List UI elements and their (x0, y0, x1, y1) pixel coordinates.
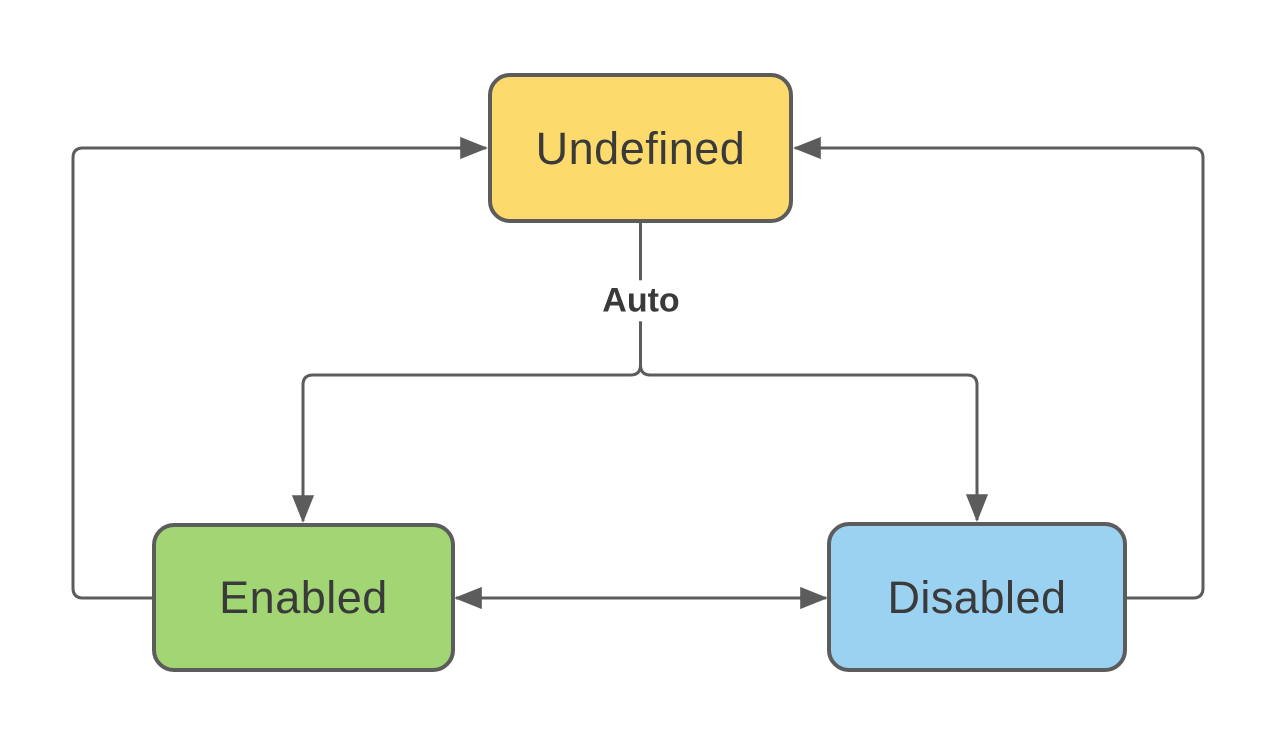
edge-disabled-to-undefined (793, 136, 1205, 600)
edge-undefined-to-enabled (291, 223, 642, 523)
node-enabled-label: Enabled (219, 572, 388, 623)
node-disabled: Disabled (827, 522, 1127, 672)
edge-label-auto: Auto (594, 280, 688, 322)
node-enabled: Enabled (152, 523, 455, 672)
node-disabled-label: Disabled (887, 571, 1067, 623)
node-undefined-label: Undefined (535, 122, 746, 174)
node-undefined: Undefined (488, 73, 793, 223)
edge-undefined-to-disabled (639, 223, 989, 522)
edge-enabled-to-undefined (71, 136, 488, 600)
